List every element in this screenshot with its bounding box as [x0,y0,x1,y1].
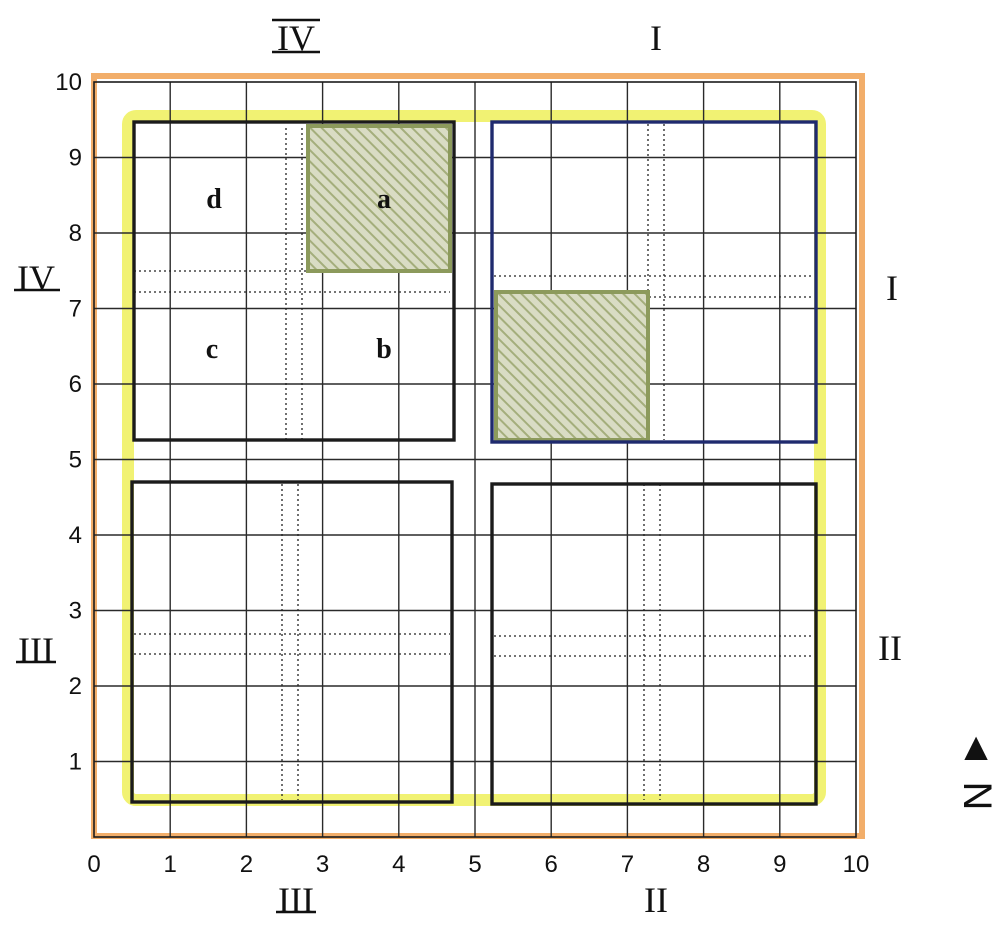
x-tick-label: 1 [164,851,177,878]
quadrant-I-box [490,120,818,444]
hatched-subplot-quadrant-IV [306,124,452,273]
x-tick-label: 6 [545,851,558,878]
subplot-letter-b: b [376,334,392,365]
y-tick-label: 1 [69,749,82,776]
subplot-letter-d: d [206,184,222,215]
label-left-upper: IV [17,258,55,298]
y-tick-label: 2 [69,673,82,700]
label-top-right: I [650,18,662,58]
inner-plot-boundary [122,110,826,806]
x-tick-label: 4 [392,851,405,878]
subplot-letter-a: a [377,184,391,215]
y-tick-label: 8 [69,220,82,247]
x-tick-label: 3 [316,851,329,878]
y-tick-label: 5 [69,447,82,474]
x-tick-label: 2 [240,851,253,878]
x-tick-label: 0 [87,851,100,878]
coordinate-grid [94,82,856,837]
y-axis-ticks: 1 2 3 4 5 6 7 8 9 10 [55,69,82,776]
y-tick-label: 10 [55,69,82,96]
x-tick-label: 7 [621,851,634,878]
label-right-lower: II [878,628,902,668]
x-tick-label: 8 [697,851,710,878]
y-tick-label: 3 [69,598,82,625]
y-tick-label: 4 [69,522,82,549]
x-tick-label: 10 [843,851,870,878]
y-tick-label: 7 [69,296,82,323]
label-bottom-left: III [278,880,314,920]
x-tick-label: 9 [773,851,786,878]
x-axis-ticks: 0 1 2 3 4 5 6 7 8 9 10 [87,851,869,878]
quadrant-III-box [130,480,454,804]
label-left-lower: III [18,630,54,670]
x-tick-label: 5 [468,851,481,878]
subplot-letter-c: c [206,334,218,365]
y-tick-label: 6 [69,371,82,398]
north-label: N [955,782,998,811]
y-tick-label: 9 [69,145,82,172]
quadrant-II-box [490,482,818,806]
subplot-dividers [134,124,812,800]
label-right-upper: I [886,268,898,308]
grid-frame [93,81,857,838]
north-arrow-icon: ▲ [956,725,996,769]
hatched-subplot-quadrant-I [494,290,650,442]
quadrant-IV-box [132,120,456,442]
label-bottom-right: II [644,880,668,920]
